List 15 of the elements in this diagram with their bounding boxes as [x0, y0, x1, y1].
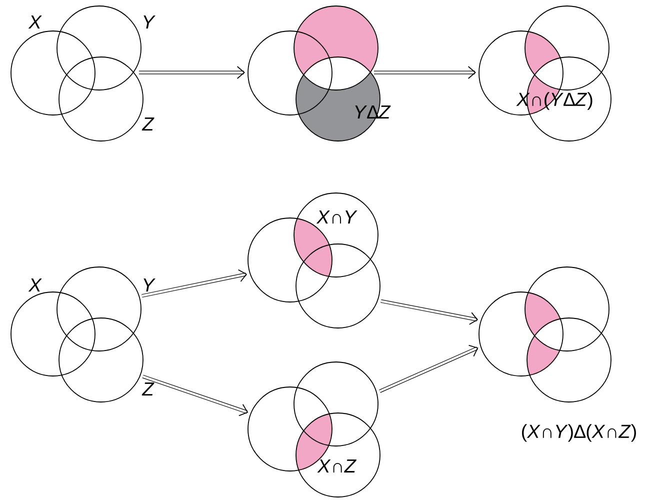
- double-arrow: [139, 66, 245, 79]
- set-label: X∩Z: [317, 459, 356, 472]
- double-arrow: [374, 66, 476, 79]
- double-arrow: [142, 374, 248, 416]
- double-arrow: [380, 299, 478, 325]
- set-label: X∩Y: [316, 210, 358, 224]
- set-label: X: [28, 278, 42, 292]
- set-label: Y: [144, 278, 156, 292]
- set-label: Y: [144, 16, 156, 28]
- set-label: X: [28, 16, 42, 28]
- double-arrow: [379, 344, 478, 393]
- formula-label: (X∩Y)∆(X∩Z): [522, 424, 636, 442]
- set-label: Z: [142, 118, 154, 130]
- double-arrow: [142, 269, 248, 298]
- set-label: Z: [142, 382, 154, 396]
